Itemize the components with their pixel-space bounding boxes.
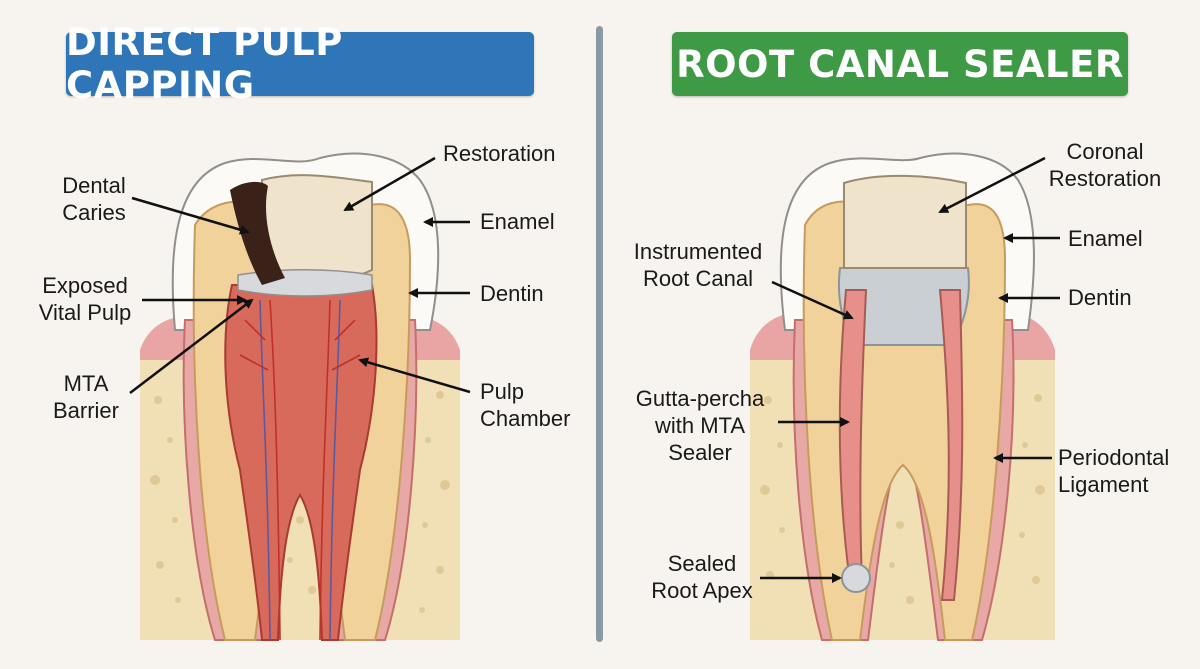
label-restoration: Restoration [443,141,556,166]
arrow-dental-caries [131,196,250,235]
arrow-mta-barrier [129,298,254,394]
label-dentin-left: Dentin [480,281,544,306]
label-gutta-percha-mta-sealer: Gutta-percha with MTA Sealer [635,386,765,465]
direct-pulp-capping-illustration [129,152,471,641]
arrow-coronal-restoration [938,156,1046,214]
label-coronal-restoration: Coronal Restoration [1048,139,1162,191]
label-pulp-chamber: Pulp Chamber [480,379,571,431]
label-enamel-right: Enamel [1068,226,1143,251]
label-sealed-root-apex: Sealed Root Apex [651,551,753,603]
blood-vessels [239,299,361,641]
coronal-restoration-filling [843,174,967,269]
root-canal-sealer-illustration [750,152,1060,641]
label-dental-caries: Dental Caries [62,173,126,225]
sealed-apex-mta [841,563,871,593]
arrow-restoration [343,156,436,212]
label-enamel-left: Enamel [480,209,555,234]
arrow-instrumented-root-canal [771,280,854,320]
label-dentin-right: Dentin [1068,285,1132,310]
instrumented-canal-right [938,289,964,601]
arrow-pulp-chamber [358,357,471,394]
bone-pores [150,391,450,613]
label-mta-barrier: MTA Barrier [52,371,119,423]
label-instrumented-root-canal: Instrumented Root Canal [633,239,763,291]
dental-caries-lesion [230,181,285,285]
label-exposed-vital-pulp: Exposed Vital Pulp [38,273,132,325]
panel-divider [596,26,603,642]
label-periodontal-ligament: Periodontal Ligament [1058,445,1170,497]
title-root-canal-sealer: ROOT CANAL SEALER [672,32,1128,96]
